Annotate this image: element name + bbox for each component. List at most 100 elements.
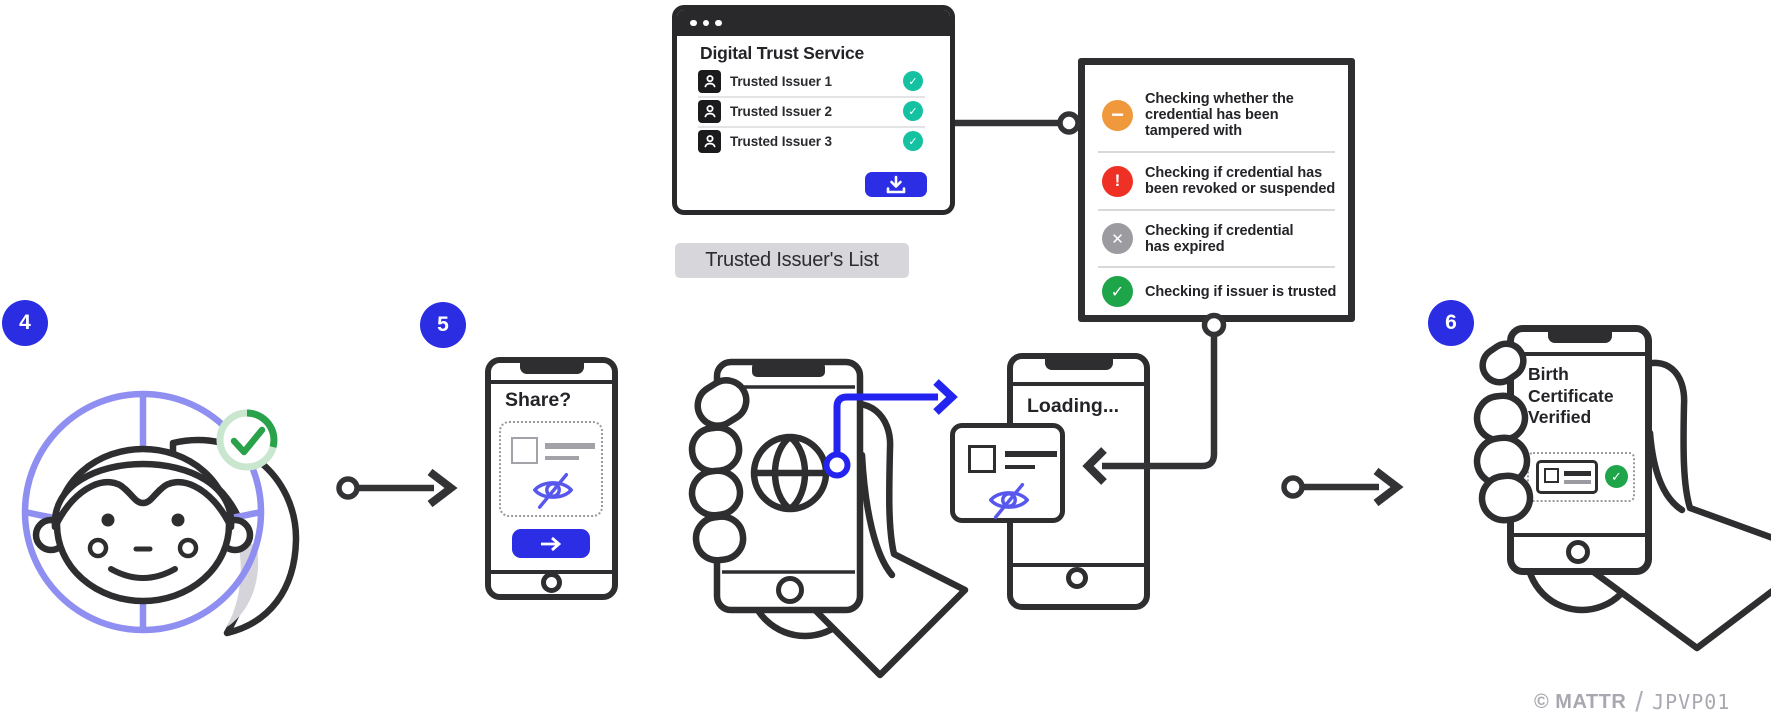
window-title: Digital Trust Service	[700, 43, 865, 63]
phone-notch	[519, 362, 584, 374]
checklist-divider	[1098, 266, 1335, 268]
eye	[171, 513, 185, 527]
footer-code: JPVP01	[1652, 690, 1731, 714]
credential-card-thumbnail	[1536, 460, 1598, 494]
text-placeholder	[1005, 465, 1035, 469]
home-button[interactable]	[541, 572, 562, 593]
issuer-label: Trusted Issuer 3	[730, 133, 832, 149]
arrow-right-icon	[1373, 467, 1404, 507]
verified-badge-icon	[216, 409, 278, 471]
globe-icon	[750, 433, 830, 513]
cross-icon: ✕	[1102, 223, 1133, 254]
cheek	[87, 537, 109, 559]
verified-seal-icon: ✓	[903, 101, 923, 121]
thumb-web-line	[858, 451, 896, 579]
phone-bottom-line	[1514, 533, 1645, 537]
checklist-item-label: Checking if credential has expired	[1145, 222, 1294, 255]
trusted-issuer-row: Trusted Issuer 3 ✓	[677, 126, 950, 156]
eye	[101, 513, 115, 527]
home-button[interactable]	[776, 576, 804, 604]
checklist-item: ✕ Checking if credential has expired	[1085, 211, 1348, 266]
minus-icon: −	[1102, 99, 1133, 131]
hair	[51, 460, 235, 531]
checklist-item-label: Checking whether the credential has been…	[1145, 91, 1294, 139]
share-prompt: Share?	[505, 389, 572, 411]
face-scan-illustration	[21, 390, 300, 637]
checklist-item: − Checking whether the credential has be…	[1085, 79, 1348, 151]
phone-notch	[1547, 331, 1612, 343]
finger	[688, 467, 744, 519]
digital-trust-service-window: Digital Trust Service Trusted Issuer 1 ✓…	[672, 5, 955, 215]
download-button[interactable]	[865, 172, 927, 197]
step-4-badge: 4	[2, 300, 48, 346]
checklist-item-label: Checking if credential has been revoked …	[1145, 165, 1336, 197]
trusted-issuers-list-caption: Trusted Issuer's List	[675, 243, 909, 278]
connector-node	[1281, 475, 1305, 499]
home-button[interactable]	[1566, 540, 1590, 564]
text-placeholder	[545, 456, 579, 460]
arrow-right-icon	[541, 536, 562, 551]
phone-bezel-line	[1013, 382, 1144, 386]
checklist-item-label: Checking if issuer is trusted	[1145, 283, 1337, 300]
share-confirm-button[interactable]	[512, 529, 590, 558]
check-icon: ✓	[1605, 465, 1628, 488]
footer-brand: © MATTR / JPVP01	[1534, 688, 1730, 716]
checklist-divider	[1098, 209, 1335, 211]
home-button[interactable]	[1066, 567, 1088, 589]
text-placeholder	[1564, 480, 1591, 484]
thumb	[694, 377, 750, 429]
window-titlebar	[677, 10, 950, 36]
checklist-item: ✓ Checking if issuer is trusted	[1085, 268, 1348, 315]
credential-preview	[499, 421, 603, 517]
photo-placeholder	[511, 437, 538, 464]
photo-placeholder	[1544, 468, 1559, 483]
step-5-badge: 5	[420, 302, 466, 348]
scan-transfer-arrow	[823, 379, 958, 479]
verified-message: Birth Certificate Verified	[1528, 364, 1614, 427]
exclamation-icon: !	[1102, 165, 1133, 197]
step-6-badge: 6	[1428, 300, 1474, 346]
phone-notch	[752, 362, 825, 377]
hand-scanning-illustration	[688, 358, 969, 679]
window-dot-icon	[702, 19, 709, 27]
finger	[688, 424, 743, 475]
credential-card	[950, 423, 1065, 523]
checklist-divider	[1098, 151, 1335, 153]
checklist-item: ! Checking if credential has been revoke…	[1085, 153, 1348, 209]
phone-bezel-line	[1514, 352, 1645, 356]
row-divider	[698, 96, 925, 98]
phone-bottom-line	[1013, 563, 1144, 567]
connector-node	[336, 476, 360, 500]
mattr-logo: © MATTR	[1534, 690, 1627, 713]
verified-seal-icon: ✓	[903, 131, 923, 151]
person-icon	[698, 129, 721, 153]
finger	[692, 513, 747, 564]
eye-off-icon	[989, 482, 1029, 519]
verified-seal-icon: ✓	[903, 71, 923, 91]
verified-phone: Birth Certificate Verified ✓	[1507, 325, 1652, 575]
connector-node	[1057, 111, 1081, 135]
person-icon	[698, 69, 721, 93]
share-phone: Share?	[485, 357, 618, 600]
photo-placeholder	[968, 445, 996, 473]
footer-divider: /	[1635, 686, 1644, 717]
cheek	[177, 537, 199, 559]
text-placeholder	[1005, 451, 1057, 457]
text-placeholder	[545, 443, 595, 449]
trusted-issuer-row: Trusted Issuer 2 ✓	[677, 96, 950, 126]
row-divider	[698, 126, 925, 128]
smile	[108, 566, 178, 581]
issuer-label: Trusted Issuer 1	[730, 73, 832, 89]
verification-checklist: − Checking whether the credential has be…	[1078, 58, 1355, 322]
loading-status: Loading...	[1027, 395, 1120, 417]
person-icon	[698, 99, 721, 123]
eye-off-icon	[533, 473, 573, 509]
download-icon	[884, 175, 908, 195]
arrow-right-icon	[427, 468, 458, 508]
phone-notch	[1044, 358, 1113, 370]
window-dot-icon	[690, 19, 697, 27]
window-dot-icon	[715, 19, 722, 27]
credential-result: ✓	[1527, 452, 1635, 502]
text-placeholder	[1564, 471, 1591, 476]
